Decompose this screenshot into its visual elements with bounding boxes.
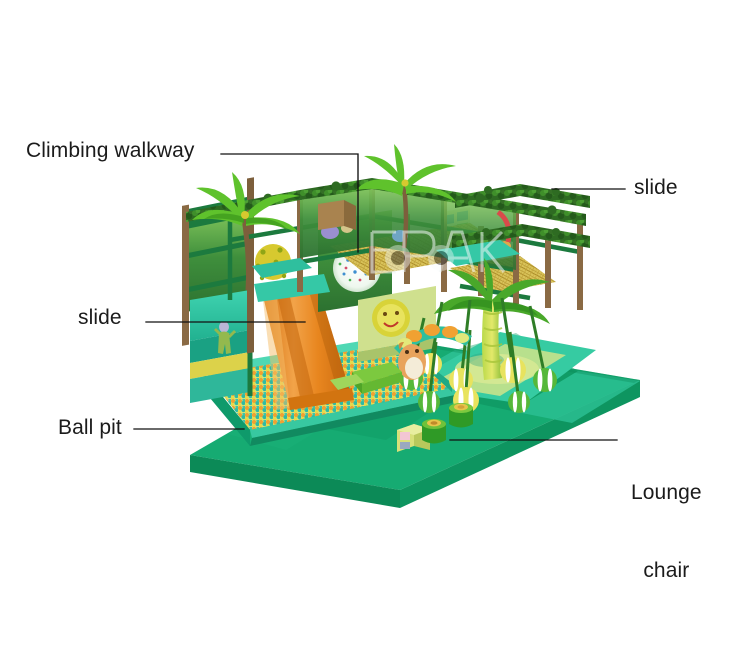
label-slide-right: slide	[634, 176, 678, 199]
child-figure	[214, 321, 236, 354]
soft-play-cube	[397, 424, 430, 452]
label-climbing-walkway: Climbing walkway	[26, 139, 195, 162]
label-lounge-chair-line2: chair	[643, 559, 690, 582]
leader-climbing-walkway	[220, 153, 359, 253]
label-ball-pit: Ball pit	[58, 416, 122, 439]
label-lounge-chair: Lounge chair	[631, 428, 702, 636]
lounge-chair	[422, 419, 446, 444]
label-slide-left: slide	[78, 306, 122, 329]
animal-figure	[398, 342, 426, 380]
lounge-chair-2	[449, 403, 473, 428]
watermark	[370, 230, 506, 274]
label-lounge-chair-line1: Lounge	[631, 481, 702, 504]
palm-tree-right	[434, 258, 550, 380]
hanging-striped-balls	[399, 297, 557, 413]
arch-bridge	[394, 324, 472, 356]
soft-steps	[330, 362, 402, 394]
palm-tree-left	[192, 172, 300, 291]
